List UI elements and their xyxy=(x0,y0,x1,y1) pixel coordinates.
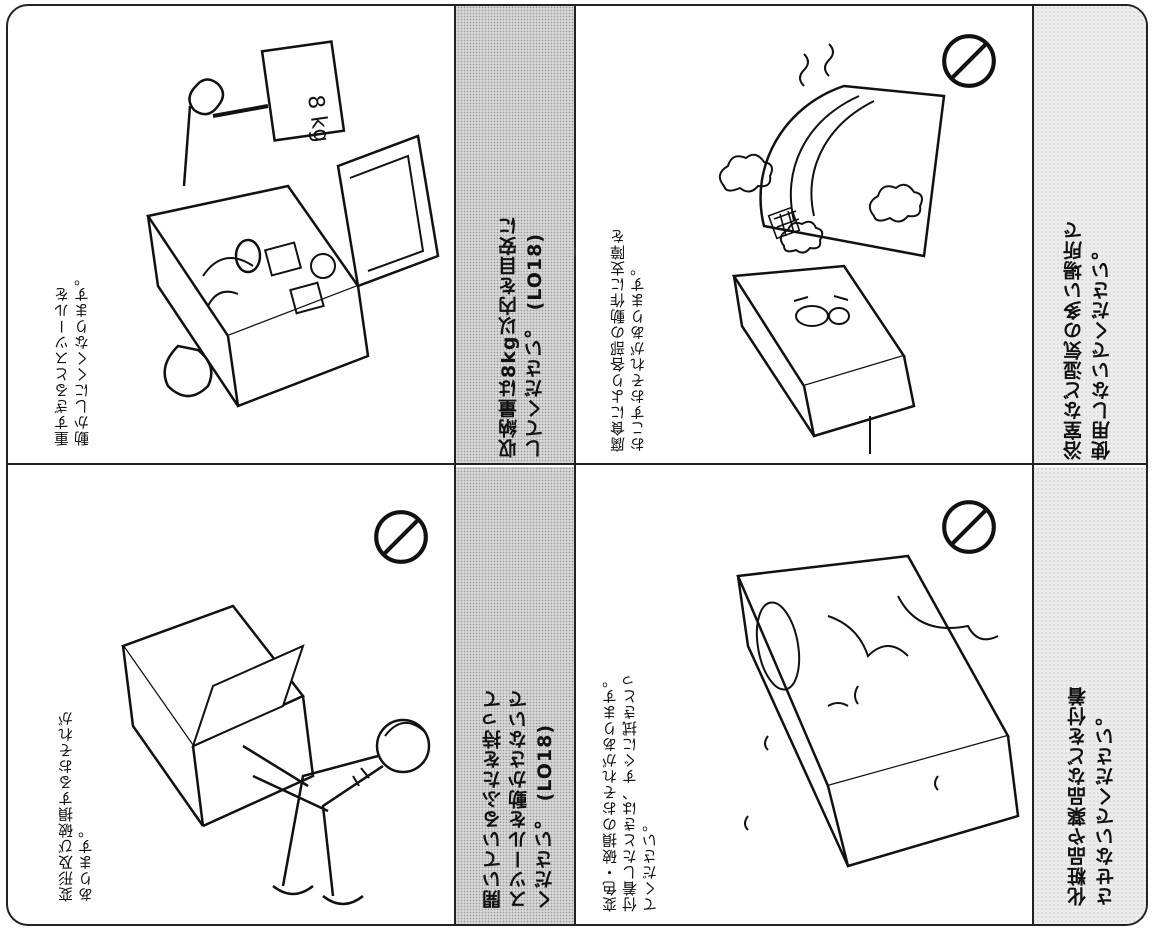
cosmetics-title: 化粧品や薬品などを付着 させないでください。 xyxy=(1067,686,1117,906)
capacity-note: 重すぎるとスツールを 動かしにくくなります。 xyxy=(53,270,91,446)
lid-carry-illustration xyxy=(121,604,431,906)
heading-band-top-right xyxy=(1032,6,1146,463)
middle-divider xyxy=(8,463,1146,465)
lid-title: 開いているふたを持って スツールを動かさないで ください。 (LO18) xyxy=(482,689,556,909)
center-divider xyxy=(574,6,576,924)
prohibition-icon xyxy=(942,34,996,88)
capacity-title: 収納量は8kg以内を目安に してください。 (LO18) xyxy=(498,215,546,458)
humid-place-note: 腐食により各部の動作に支障を おこすおそれがあります。 xyxy=(609,228,647,452)
humid-bathroom-illustration xyxy=(718,43,946,454)
right-heading-divider xyxy=(1032,6,1034,924)
prohibition-icon xyxy=(942,500,996,554)
humid-place-title: 浴室など湿気の多い場所で 使用しないでください。 xyxy=(1063,220,1113,460)
middle-heading-divider xyxy=(454,6,456,924)
prohibition-icon xyxy=(374,510,428,564)
heading-band-bottom-middle xyxy=(454,467,574,924)
heading-band-top-middle xyxy=(454,6,574,463)
scan-mark xyxy=(574,248,576,256)
capacity-stool-illustration: 8 kg xyxy=(145,40,440,408)
heading-band-bottom-right xyxy=(1032,467,1146,924)
caution-sheet: 浴室など湿気の多い場所で 使用しないでください。 腐食に xyxy=(6,4,1148,926)
lid-note: 変形及び破損するおそれが あります。 xyxy=(57,710,95,902)
cosmetics-note: 変色・破損のおそれがあります。 付着したときは、すぐに拭きとっ てください。 xyxy=(601,672,659,912)
cosmetics-stool-illustration xyxy=(736,554,1020,868)
